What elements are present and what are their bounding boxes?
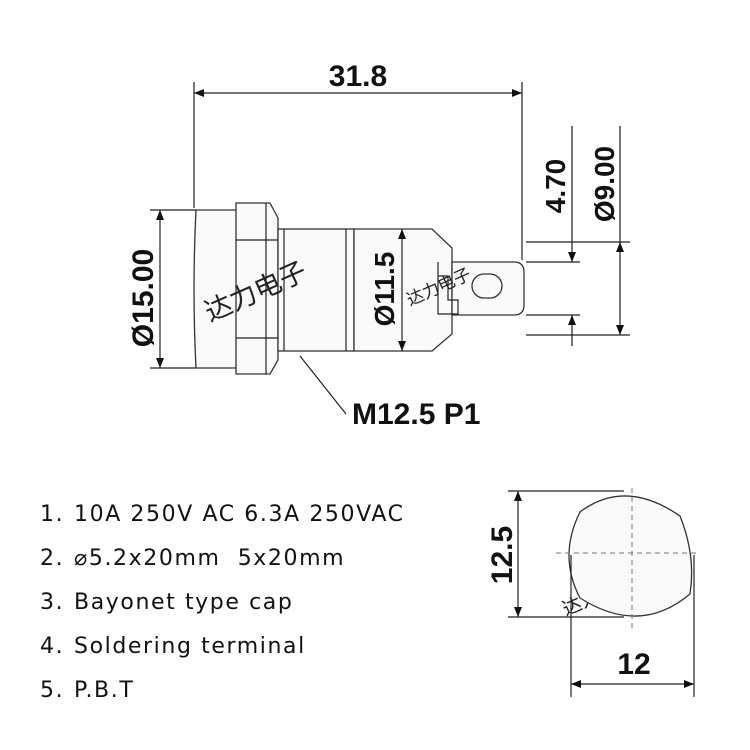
spec-item: 3. Bayonet type cap (40, 586, 405, 630)
thread-callout: M12.5 P1 (299, 355, 480, 431)
dimension-body-diameter: Ø11.5 (369, 229, 406, 351)
spec-number: 4. (40, 634, 65, 659)
terminal-span-label: Ø9.00 (589, 146, 620, 222)
spec-text: 10A 250V AC 6.3A 250VAC (74, 502, 405, 527)
spec-text: P.B.T (74, 678, 135, 703)
end-width-label: 12 (617, 648, 650, 681)
dimension-cap-diameter: Ø15.00 (127, 209, 196, 369)
cap-diameter-label: Ø15.00 (127, 249, 160, 347)
terminal-offset-label: 4.70 (540, 159, 571, 214)
spec-item: 2. ⌀5.2x20mm 5x20mm (40, 542, 405, 586)
spec-number: 5. (40, 678, 65, 703)
overall-length-label: 31.8 (329, 60, 387, 93)
spec-number: 2. (40, 546, 65, 571)
spec-item: 4. Soldering terminal (40, 630, 405, 674)
spec-text: Soldering terminal (74, 634, 306, 659)
body-diameter-label: Ø11.5 (369, 252, 400, 327)
spec-item: 1. 10A 250V AC 6.3A 250VAC (40, 498, 405, 542)
thread-label: M12.5 P1 (352, 398, 480, 431)
spec-item: 5. P.B.T (40, 674, 405, 718)
spec-list: 1. 10A 250V AC 6.3A 250VAC 2. ⌀5.2x20mm 5x… (40, 498, 405, 718)
spec-text: ⌀5.2x20mm 5x20mm (74, 546, 346, 571)
fuse-holder-end-view: 12.5 12 (486, 488, 700, 697)
dimension-terminal: 4.70 Ø9.00 (526, 126, 630, 346)
spec-number: 1. (40, 502, 65, 527)
spec-number: 3. (40, 590, 65, 615)
dimension-overall-length: 31.8 (193, 60, 523, 260)
spec-text: Bayonet type cap (74, 590, 294, 615)
end-height-label: 12.5 (486, 526, 519, 584)
